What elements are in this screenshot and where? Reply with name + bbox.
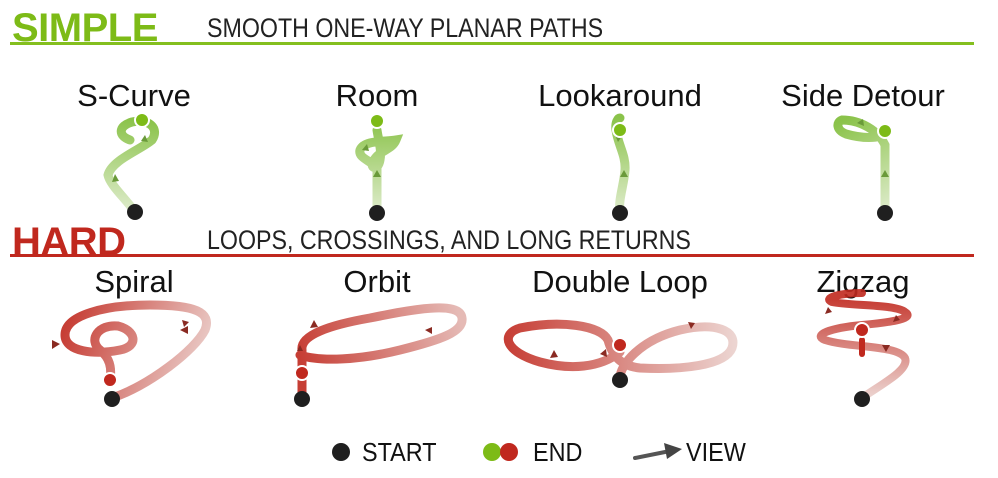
view-arrow-icon — [857, 119, 864, 126]
view-arrow-icon — [882, 345, 890, 352]
end-marker — [294, 365, 310, 381]
start-marker — [294, 391, 310, 407]
legend-end-label: END — [533, 437, 583, 467]
zigzag-path — [816, 289, 912, 407]
view-arrow-icon — [373, 170, 381, 177]
end-marker — [854, 322, 870, 338]
side-detour-path — [833, 115, 893, 221]
start-marker — [854, 391, 870, 407]
legend-view-label: VIEW — [686, 437, 746, 467]
view-arrow-icon — [825, 307, 832, 314]
view-arrow-icon — [180, 326, 188, 334]
view-arrow-icon — [550, 350, 558, 358]
hard-divider — [10, 254, 974, 257]
label-double-loop: Double Loop — [532, 264, 708, 299]
start-marker — [369, 205, 385, 221]
view-arrow-icon — [112, 174, 119, 182]
view-arrow-icon — [688, 322, 695, 329]
label-room: Room — [335, 78, 419, 113]
view-arrow-icon — [297, 345, 303, 351]
start-marker — [104, 391, 120, 407]
view-arrow-icon — [425, 327, 432, 334]
view-arrow-icon — [600, 349, 607, 357]
view-arrow-icon — [362, 144, 369, 151]
room-path — [355, 113, 404, 221]
end-marker — [612, 122, 628, 138]
legend-view-arrow-icon — [633, 443, 682, 460]
end-marker — [102, 372, 118, 388]
end-marker — [612, 337, 628, 353]
view-arrow-icon — [141, 135, 148, 142]
simple-section-subtitle: SMOOTH ONE-WAY PLANAR PATHS — [207, 13, 604, 43]
start-marker — [877, 205, 893, 221]
double-loop-path — [504, 319, 738, 388]
label-spiral: Spiral — [94, 264, 174, 299]
end-marker — [877, 123, 893, 139]
view-arrow-icon — [182, 320, 189, 327]
end-marker — [134, 112, 150, 128]
view-arrow-icon — [310, 320, 318, 328]
start-marker — [127, 204, 143, 220]
view-arrow-icon — [893, 315, 900, 322]
hard-section-subtitle: LOOPS, CROSSINGS, AND LONG RETURNS — [207, 225, 691, 255]
label-side-detour: Side Detour — [781, 78, 945, 113]
label-lookaround: Lookaround — [538, 78, 702, 113]
start-marker — [612, 372, 628, 388]
legend-start-label: START — [362, 437, 437, 467]
legend-start-icon — [332, 443, 350, 461]
simple-divider — [10, 42, 974, 45]
orbit-path — [294, 303, 467, 407]
lookaround-path — [611, 113, 630, 221]
s-curve-path — [103, 112, 159, 220]
view-arrow-icon — [881, 170, 889, 177]
start-marker — [612, 205, 628, 221]
simple-section-title: SIMPLE — [12, 6, 158, 50]
end-marker — [369, 113, 385, 129]
legend-end-red-icon — [500, 443, 518, 461]
label-orbit: Orbit — [343, 264, 411, 299]
view-arrow-icon — [620, 170, 628, 177]
legend-end-green-icon — [483, 443, 501, 461]
spiral-path — [52, 300, 211, 407]
label-s-curve: S-Curve — [77, 78, 191, 113]
view-arrow-icon — [52, 340, 60, 349]
